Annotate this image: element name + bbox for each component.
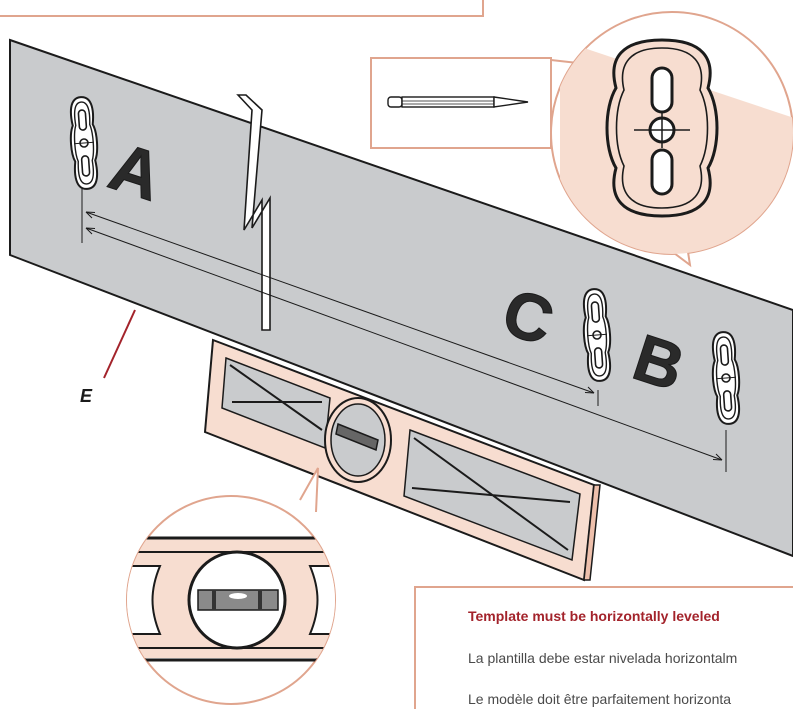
note-spanish: La plantilla debe estar nivelada horizon… <box>468 650 738 666</box>
edge-pointer-line <box>103 309 136 379</box>
note-frame <box>414 586 793 709</box>
bubble-vial-icon <box>335 422 379 452</box>
level-zoom-detail <box>127 536 335 662</box>
note-heading: Template must be horizontally leveled <box>468 608 720 624</box>
top-frame-border <box>0 0 484 17</box>
keyhole-zoom-icon <box>605 38 719 218</box>
label-hole-b: B <box>625 320 693 405</box>
template-break <box>236 94 271 331</box>
note-french: Le modèle doit être parfaitement horizon… <box>468 691 732 707</box>
dimension-lines <box>81 170 727 472</box>
template-sheet <box>9 38 793 558</box>
pencil-icon <box>387 96 529 108</box>
label-edge: E <box>80 386 93 406</box>
spirit-level-icon <box>203 338 601 582</box>
